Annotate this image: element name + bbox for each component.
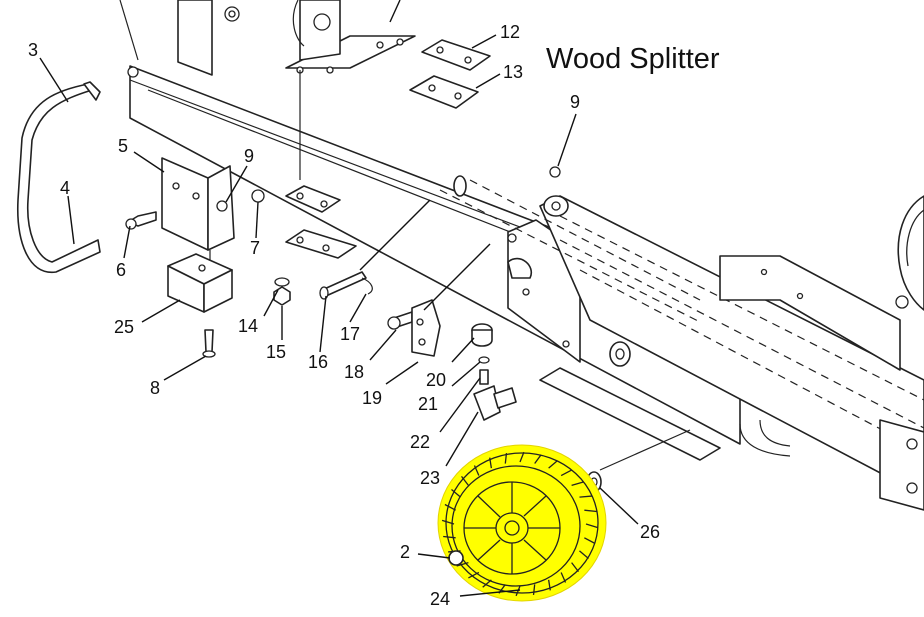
callout-8: 8 [150, 378, 160, 398]
tread-lug [456, 562, 469, 567]
tread-lug [548, 460, 558, 469]
callout-14: 14 [238, 316, 258, 336]
callout-9-bracket: 9 [244, 146, 254, 166]
nut-9b [549, 166, 561, 178]
hydraulic-cylinder [439, 175, 924, 511]
right-tire-partial [897, 195, 924, 311]
callout-7: 7 [250, 238, 260, 258]
tread-lug [560, 572, 567, 583]
spacer-plate-12 [421, 39, 491, 71]
tread-lug [489, 457, 493, 469]
callout-21: 21 [418, 394, 438, 414]
tread-lug [584, 537, 596, 545]
tread-lug [473, 465, 480, 476]
nut-9a [216, 200, 228, 212]
callout-24: 24 [430, 589, 450, 609]
callout-9-cylinder: 9 [570, 92, 580, 112]
callout-22: 22 [410, 432, 430, 452]
fitting-22 [479, 369, 489, 385]
callout-19: 19 [362, 388, 382, 408]
spring-21 [478, 356, 490, 364]
tread-lug [579, 495, 592, 498]
tread-lug [468, 571, 480, 579]
callout-20: 20 [426, 370, 446, 390]
tread-lug [532, 584, 536, 595]
callout-13: 13 [503, 62, 523, 82]
callout-25: 25 [114, 317, 134, 337]
elbow-23 [473, 385, 517, 421]
tread-lug [515, 585, 521, 597]
tread-lug [519, 451, 525, 463]
tread-lug [547, 579, 551, 591]
tread-lug [571, 481, 584, 486]
tread-lug [560, 469, 572, 477]
top-mount-plate [285, 0, 416, 180]
pin-16 [319, 271, 367, 300]
callout-26: 26 [640, 522, 660, 542]
tread-lug [443, 535, 456, 539]
spacer-plate-13 [409, 75, 479, 109]
nut-7 [251, 189, 265, 203]
tire-tread-lugs [441, 451, 599, 597]
tread-lug [579, 550, 589, 559]
callout-15: 15 [266, 342, 286, 362]
axle-frame [539, 255, 909, 471]
hub-cap-2 [448, 550, 464, 566]
cap-20 [471, 323, 493, 347]
bolt-18 [387, 311, 413, 330]
tread-lug [444, 503, 456, 511]
tread-lug [504, 453, 508, 464]
bolt-6 [125, 211, 157, 230]
callout-16: 16 [308, 352, 328, 372]
handle [17, 81, 101, 273]
callout-labels: 3 4 5 6 9 7 12 13 9 25 14 15 16 17 8 18 … [28, 22, 660, 609]
callout-3: 3 [28, 40, 38, 60]
callout-5: 5 [118, 136, 128, 156]
nut-15 [273, 286, 291, 306]
tread-lug [441, 519, 455, 525]
wheel-24-highlighted[interactable] [437, 444, 607, 602]
mount-plates-center [285, 185, 357, 259]
wheel-highlight [437, 444, 607, 602]
bracket-19 [411, 299, 441, 357]
tread-lug [585, 523, 599, 529]
callout-12: 12 [500, 22, 520, 42]
callout-17: 17 [340, 324, 360, 344]
washer-14 [274, 277, 290, 287]
block-25 [167, 253, 233, 313]
diagram-title: Wood Splitter [546, 43, 720, 75]
leader-lines [39, 0, 639, 597]
wheel-spokes [464, 482, 560, 574]
tread-lug [461, 475, 469, 486]
tread-lug [451, 489, 461, 498]
tread-lug [534, 454, 542, 464]
callout-23: 23 [420, 468, 440, 488]
callout-6: 6 [116, 260, 126, 280]
tread-lug [571, 562, 579, 573]
callout-2: 2 [400, 542, 410, 562]
bolt-8 [202, 329, 216, 358]
callout-18: 18 [344, 362, 364, 382]
upright-post [177, 0, 240, 76]
tread-lug [584, 509, 597, 513]
callout-4: 4 [60, 178, 70, 198]
spacer-bushing [609, 341, 631, 367]
tread-lug [482, 579, 492, 588]
clip-17 [361, 277, 373, 295]
